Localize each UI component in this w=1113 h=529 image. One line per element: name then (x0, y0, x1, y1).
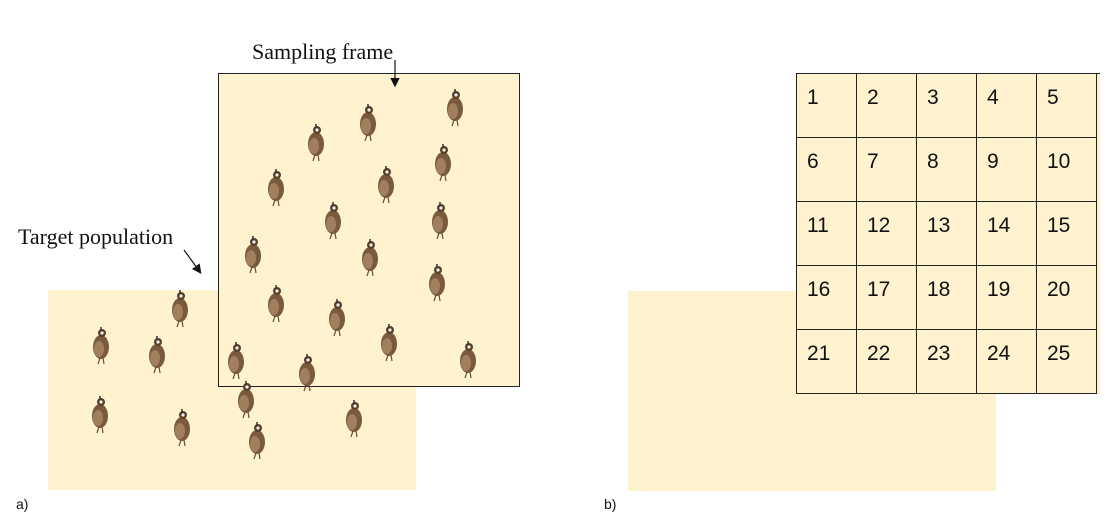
grid-cell: 11 (797, 202, 857, 266)
grid-cell: 10 (1037, 138, 1097, 202)
quail-layer (91, 88, 477, 460)
quail-icon (324, 201, 342, 240)
quail-icon (173, 408, 191, 447)
grid-cell: 19 (977, 266, 1037, 330)
panel-a-tag: a) (16, 496, 29, 512)
target-population-arrow (183, 249, 202, 274)
grid-cell: 16 (797, 266, 857, 330)
grid-cell: 9 (977, 138, 1037, 202)
quail-icon (267, 168, 285, 207)
target-population-label: Target population (18, 224, 174, 249)
grid-cell: 2 (857, 74, 917, 138)
grid-cell: 24 (977, 330, 1037, 394)
quail-icon (361, 238, 379, 277)
grid-cell: 13 (917, 202, 977, 266)
sampling-frame-label: Sampling frame (252, 39, 394, 64)
grid-cell: 4 (977, 74, 1037, 138)
grid-cell: 23 (917, 330, 977, 394)
panel-b-tag: b) (604, 496, 617, 512)
quail-icon (459, 340, 477, 379)
quail-icon (431, 201, 449, 240)
grid-cell: 21 (797, 330, 857, 394)
quail-icon (345, 399, 363, 438)
quail-icon (434, 143, 452, 182)
grid-cell: 14 (977, 202, 1037, 266)
quail-icon (92, 326, 110, 365)
quail-icon (307, 123, 325, 162)
grid-cell: 12 (857, 202, 917, 266)
quail-icon (328, 298, 346, 337)
quail-icon (244, 235, 262, 274)
quail-icon (428, 263, 446, 302)
grid-cell: 5 (1037, 74, 1097, 138)
quail-icon (359, 103, 377, 142)
grid-cell: 25 (1037, 330, 1097, 394)
grid-cell: 3 (917, 74, 977, 138)
quail-icon (148, 335, 166, 374)
quail-icon (267, 284, 285, 323)
quail-icon (227, 341, 245, 380)
grid-cell: 1 (797, 74, 857, 138)
quail-icon (446, 88, 464, 127)
grid-cell: 8 (917, 138, 977, 202)
grid-cell: 20 (1037, 266, 1097, 330)
quail-icon (237, 380, 255, 419)
quail-icon (248, 421, 266, 460)
grid-cell: 15 (1037, 202, 1097, 266)
quail-icon (298, 353, 316, 392)
quail-icon (91, 395, 109, 434)
grid-cell: 17 (857, 266, 917, 330)
quail-icon (380, 323, 398, 362)
grid-cell: 7 (857, 138, 917, 202)
grid-cell: 18 (917, 266, 977, 330)
quail-icon (171, 289, 189, 328)
quail-icon (377, 165, 395, 204)
grid-cell: 22 (857, 330, 917, 394)
grid-cell: 6 (797, 138, 857, 202)
